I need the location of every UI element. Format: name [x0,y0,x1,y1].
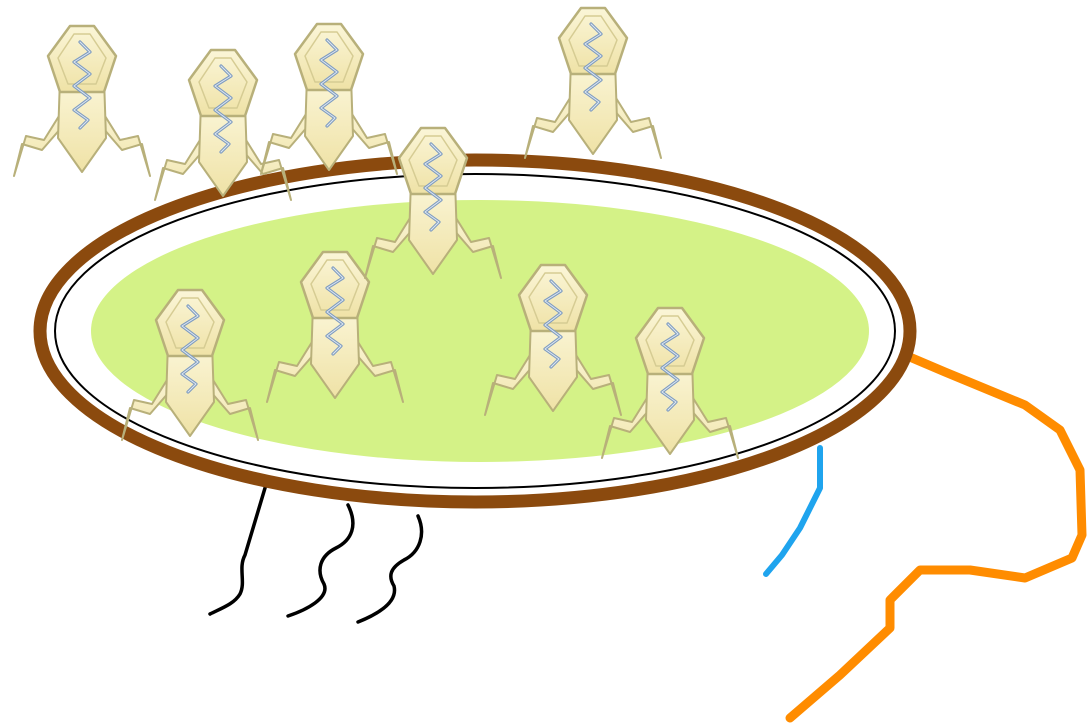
fimbria [286,503,355,618]
pilus [763,445,823,577]
cell-membrane [54,173,896,489]
bacteriophage-icon [523,6,663,160]
fimbria [208,476,270,616]
bacteriophage-icon [12,24,152,178]
bacteriophage-icon [259,22,399,176]
fimbria [356,514,424,624]
flagellum [785,350,1087,723]
